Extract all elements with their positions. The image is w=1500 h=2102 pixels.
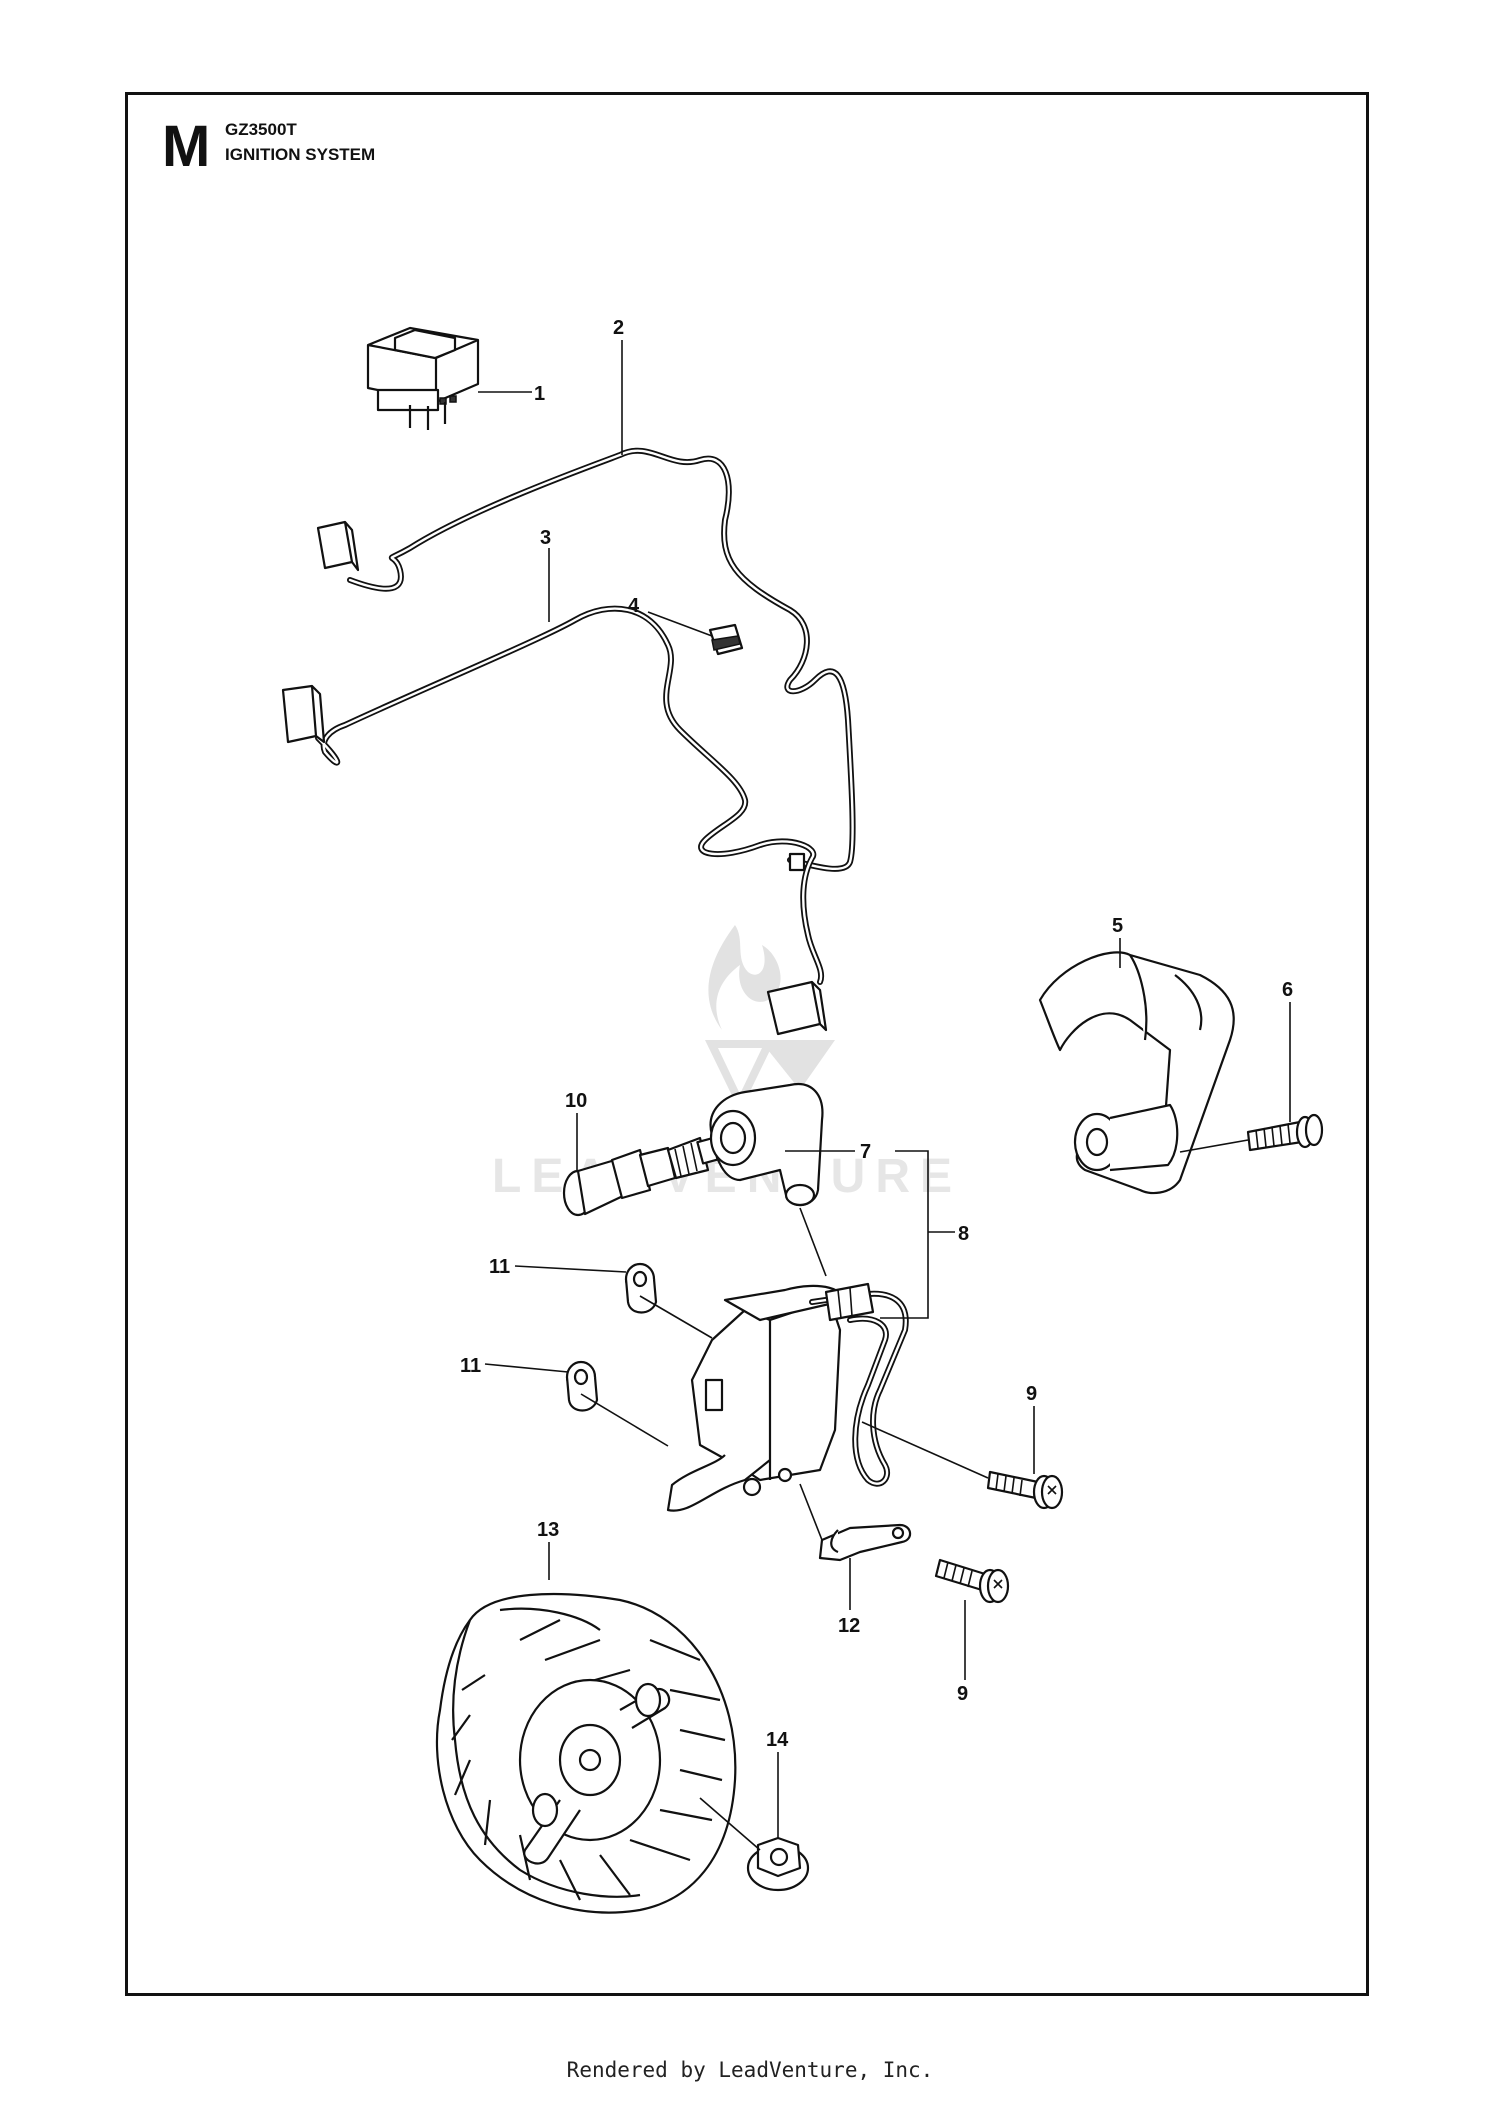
part-screw-6 [1246, 1113, 1324, 1152]
callout-6: 6 [1282, 979, 1293, 1001]
section-letter: M [162, 114, 211, 179]
callout-13: 13 [537, 1519, 559, 1541]
part-spacer-lower [565, 1360, 599, 1412]
part-clip [708, 623, 744, 656]
callout-12: 12 [838, 1615, 860, 1637]
callout-2: 2 [613, 317, 624, 339]
callout-4: 4 [628, 595, 640, 617]
part-plug-boot [709, 1082, 824, 1207]
watermark-logo [705, 925, 835, 1112]
diagram-title: IGNITION SYSTEM [225, 145, 376, 164]
callout-11-lower: 11 [460, 1355, 481, 1377]
part-screw-9-lower [934, 1558, 1010, 1604]
part-ignition-coil [666, 1282, 909, 1512]
callout-9-lower: 9 [957, 1683, 968, 1705]
part-flange-nut [746, 1836, 810, 1892]
part-cover [1038, 951, 1235, 1195]
model-number: GZ3500T [225, 120, 297, 139]
callout-1: 1 [534, 383, 545, 405]
part-wire-harness-short [281, 605, 828, 1036]
part-screw-9-upper [986, 1470, 1064, 1510]
part-spacer-upper [624, 1262, 658, 1314]
diagram-frame [125, 92, 1369, 1996]
leader-lines [478, 340, 1291, 1851]
part-flywheel [435, 1592, 737, 1914]
callout-3: 3 [540, 527, 551, 549]
callout-numbers: 1 2 3 4 5 6 7 8 9 9 10 11 11 12 13 14 [460, 317, 1293, 1751]
part-wire-harness-long [316, 447, 856, 872]
callout-14: 14 [766, 1729, 789, 1751]
callout-9-upper: 9 [1026, 1383, 1037, 1405]
render-credit: Rendered by LeadVenture, Inc. [566, 2058, 934, 2082]
callout-11-upper: 11 [489, 1256, 510, 1278]
callout-5: 5 [1112, 915, 1123, 937]
part-switch [366, 326, 480, 430]
callout-10: 10 [565, 1090, 587, 1112]
part-spark-plug [562, 1136, 719, 1217]
part-ground-terminal [818, 1523, 912, 1562]
callout-8: 8 [958, 1223, 969, 1245]
callout-7: 7 [860, 1141, 871, 1163]
